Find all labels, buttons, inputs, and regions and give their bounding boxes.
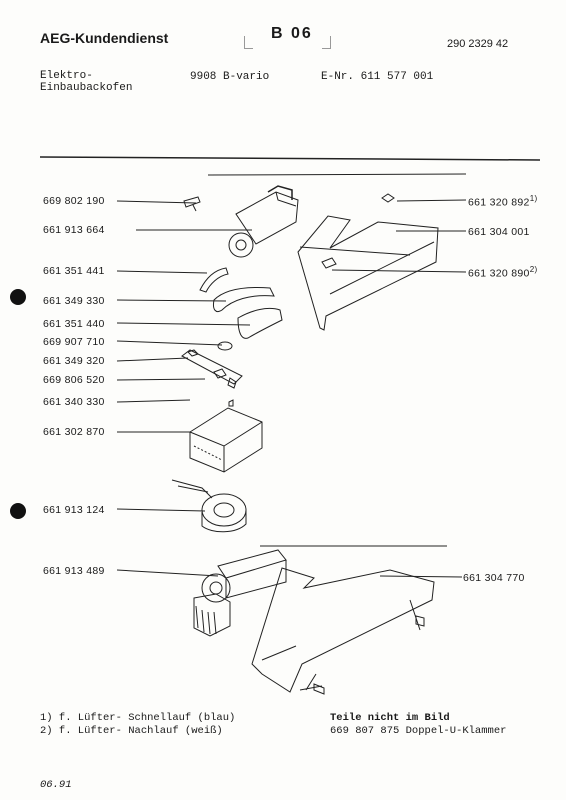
footnote-ref: 1) bbox=[529, 194, 538, 203]
header-rule bbox=[39, 156, 541, 161]
part-number: 661 913 489 bbox=[43, 565, 105, 577]
bracket-right bbox=[322, 36, 331, 49]
date-stamp: 06.91 bbox=[40, 779, 72, 791]
product-line-1: Elektro- bbox=[40, 70, 93, 82]
part-number: 661 913 664 bbox=[43, 224, 105, 236]
part-number: 661 349 320 bbox=[43, 355, 105, 367]
marker-dot bbox=[10, 289, 26, 305]
part-number: 661 302 870 bbox=[43, 426, 105, 438]
product-line-2: Einbaubackofen bbox=[40, 82, 133, 94]
marker-dot bbox=[10, 503, 26, 519]
part-number: 661 304 770 bbox=[463, 572, 525, 584]
part-number: 661 340 330 bbox=[43, 396, 105, 408]
part-number: 669 802 190 bbox=[43, 195, 105, 207]
footnote-1: 1) f. Lüfter- Schnellauf (blau) bbox=[40, 712, 236, 724]
e-number: E-Nr. 611 577 001 bbox=[321, 71, 434, 83]
part-number: 669 907 710 bbox=[43, 336, 105, 348]
page-tag: B 06 bbox=[271, 25, 313, 42]
part-number: 661 304 001 bbox=[468, 226, 530, 238]
part-number: 661 351 441 bbox=[43, 265, 105, 277]
part-number: 661 913 124 bbox=[43, 504, 105, 516]
footnote-ref: 2) bbox=[529, 265, 538, 274]
part-number-right: 661 320 8921) bbox=[468, 194, 537, 209]
part-number: 661 320 892 bbox=[468, 196, 530, 209]
separator-top bbox=[207, 173, 467, 176]
model-name: 9908 B-vario bbox=[190, 71, 270, 83]
bracket-left bbox=[244, 36, 253, 49]
part-number: 669 806 520 bbox=[43, 374, 105, 386]
document-number: 290 2329 42 bbox=[447, 38, 509, 50]
part-number: 661 351 440 bbox=[43, 318, 105, 330]
brand-title: AEG-Kundendienst bbox=[40, 30, 169, 46]
not-shown-item: 669 807 875 Doppel-U-Klammer bbox=[330, 725, 507, 737]
part-number: 661 349 330 bbox=[43, 295, 105, 307]
footnote-2: 2) f. Lüfter- Nachlauf (weiß) bbox=[40, 725, 223, 737]
not-shown-title: Teile nicht im Bild bbox=[330, 712, 450, 724]
part-number-right: 661 320 8902) bbox=[468, 265, 537, 280]
part-number: 661 320 890 bbox=[468, 267, 530, 280]
